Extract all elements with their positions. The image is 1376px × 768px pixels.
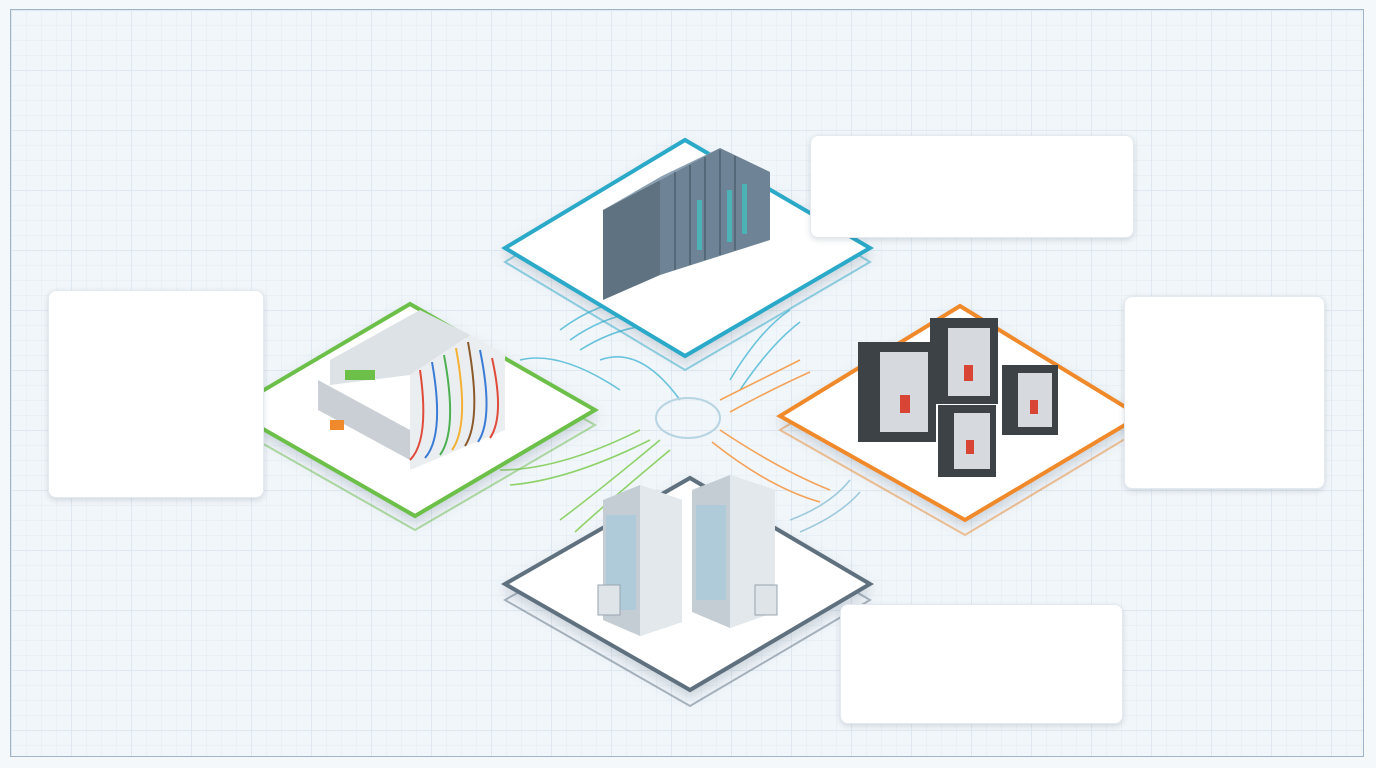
- cabinets-node[interactable]: [500, 475, 874, 708]
- card-text: [49, 291, 263, 315]
- plc-rack-icon: [603, 148, 770, 300]
- io-terminal-block-icon: [318, 310, 505, 470]
- breakers-node[interactable]: [776, 303, 1144, 537]
- info-card-right: [1124, 296, 1325, 489]
- info-card-left: [48, 290, 264, 498]
- info-card-top-right: [810, 135, 1134, 238]
- io-node[interactable]: [226, 301, 599, 532]
- plc-node[interactable]: [501, 137, 874, 372]
- circuit-breaker-icon: [858, 318, 1058, 477]
- card-text: [811, 136, 1133, 160]
- card-text: [841, 605, 1122, 629]
- card-text: [1125, 297, 1324, 321]
- electrical-cabinet-icon: [597, 475, 778, 636]
- info-card-bottom-right: [840, 604, 1123, 724]
